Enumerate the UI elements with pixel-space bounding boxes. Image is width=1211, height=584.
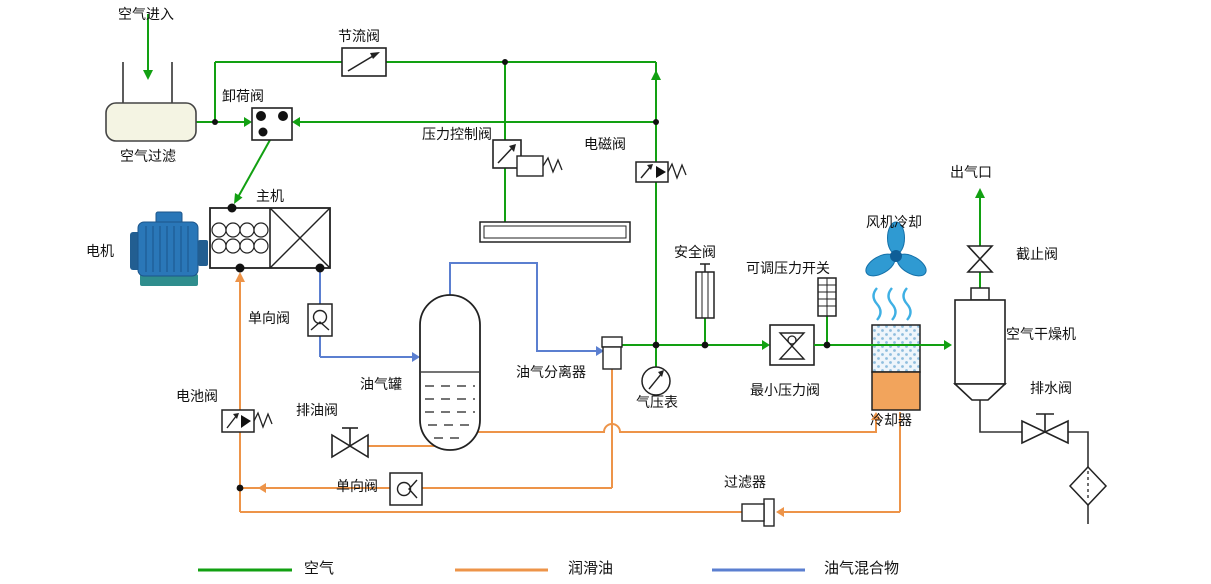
air-flow-arrows [143, 70, 985, 350]
safety-valve-symbol [695, 263, 715, 319]
motor-illustration [130, 211, 208, 286]
air-filter-symbol [105, 62, 197, 142]
label-stop-valve: 截止阀 [1016, 246, 1058, 262]
stop-valve-symbol [966, 245, 994, 273]
drain-valve-symbol [1021, 413, 1069, 445]
label-air-outlet: 出气口 [950, 164, 992, 180]
filter-symbol [741, 498, 775, 527]
mixture-flow-arrows [412, 346, 604, 362]
label-cooler: 冷却器 [870, 412, 912, 428]
main-unit-symbol [209, 207, 331, 269]
intake-duct-symbol [479, 221, 631, 243]
fan-icon [865, 221, 927, 277]
label-motor: 电机 [86, 243, 114, 259]
oil-gas-tank-symbol [419, 294, 481, 451]
oil-drain-valve-symbol [331, 427, 369, 459]
drain-lines [979, 400, 1089, 524]
unloading-valve-symbol [251, 107, 293, 141]
bypass-filter-symbol [1068, 465, 1108, 507]
legend-label-oil: 润滑油 [568, 560, 614, 577]
throttle-valve-symbol [341, 47, 387, 77]
label-air-filter: 空气过滤 [120, 148, 176, 164]
label-main-unit: 主机 [256, 188, 284, 204]
label-solenoid-valve: 电磁阀 [584, 136, 626, 152]
label-oil-drain-valve: 排油阀 [296, 402, 338, 418]
oil-flow-arrows [235, 272, 881, 517]
label-minimum-pressure-valve: 最小压力阀 [750, 382, 820, 398]
label-air-dryer: 空气干燥机 [1006, 326, 1076, 342]
label-pressure-gauge: 气压表 [636, 394, 678, 410]
minimum-pressure-valve-symbol [769, 324, 815, 366]
label-oil-gas-tank: 油气罐 [360, 376, 402, 392]
label-fan-cooling: 风机冷却 [866, 214, 922, 230]
label-air-inlet: 空气进入 [118, 6, 174, 22]
heat-waves-icon [872, 287, 912, 321]
label-check-valve-top: 单向阀 [248, 310, 290, 326]
label-pressure-control-valve: 压力控制阀 [422, 126, 492, 142]
label-filter: 过滤器 [724, 474, 766, 490]
mixture-lines [319, 262, 597, 358]
junction-dots [212, 59, 831, 492]
legend-label-air: 空气 [304, 560, 335, 577]
oil-lines [239, 276, 901, 513]
legend-label-mixture: 油气混合物 [824, 560, 900, 577]
air-dryer-symbol [952, 287, 1008, 401]
air-lines [147, 14, 981, 367]
pressure-switch-symbol [817, 277, 837, 317]
battery-valve-symbol [221, 409, 273, 433]
label-drain-valve: 排水阀 [1030, 380, 1072, 396]
label-adjustable-pressure-switch: 可调压力开关 [746, 260, 830, 276]
pressure-gauge-symbol [641, 366, 671, 396]
label-oil-gas-separator: 油气分离器 [516, 364, 586, 380]
pressure-control-valve-symbol [492, 139, 563, 177]
cooler-symbol [871, 324, 921, 411]
check-valve-bottom-symbol [389, 472, 423, 506]
label-throttle-valve: 节流阀 [338, 28, 380, 44]
label-battery-valve: 电池阀 [176, 388, 218, 404]
separator-symbol [601, 336, 623, 370]
label-safety-valve: 安全阀 [674, 244, 716, 260]
label-check-valve-bottom: 单向阀 [336, 478, 378, 494]
check-valve-top-symbol [307, 303, 333, 337]
label-unloading-valve: 卸荷阀 [222, 88, 264, 104]
solenoid-valve-symbol [635, 161, 687, 183]
